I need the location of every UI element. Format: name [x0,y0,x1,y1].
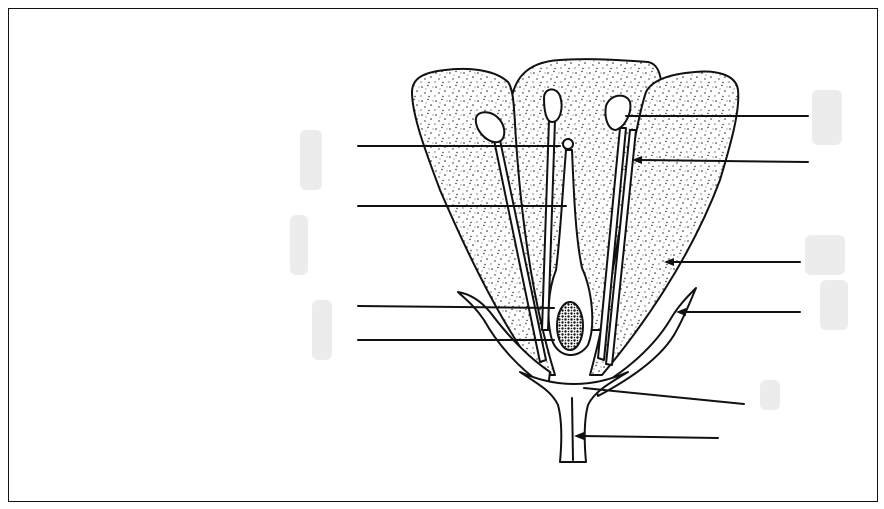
pedicel-line [572,398,573,460]
leader-right-5 [584,388,744,404]
leader-right-6 [582,436,718,438]
stigma [563,139,573,149]
anther-middle [544,89,562,122]
ovule [557,302,583,350]
